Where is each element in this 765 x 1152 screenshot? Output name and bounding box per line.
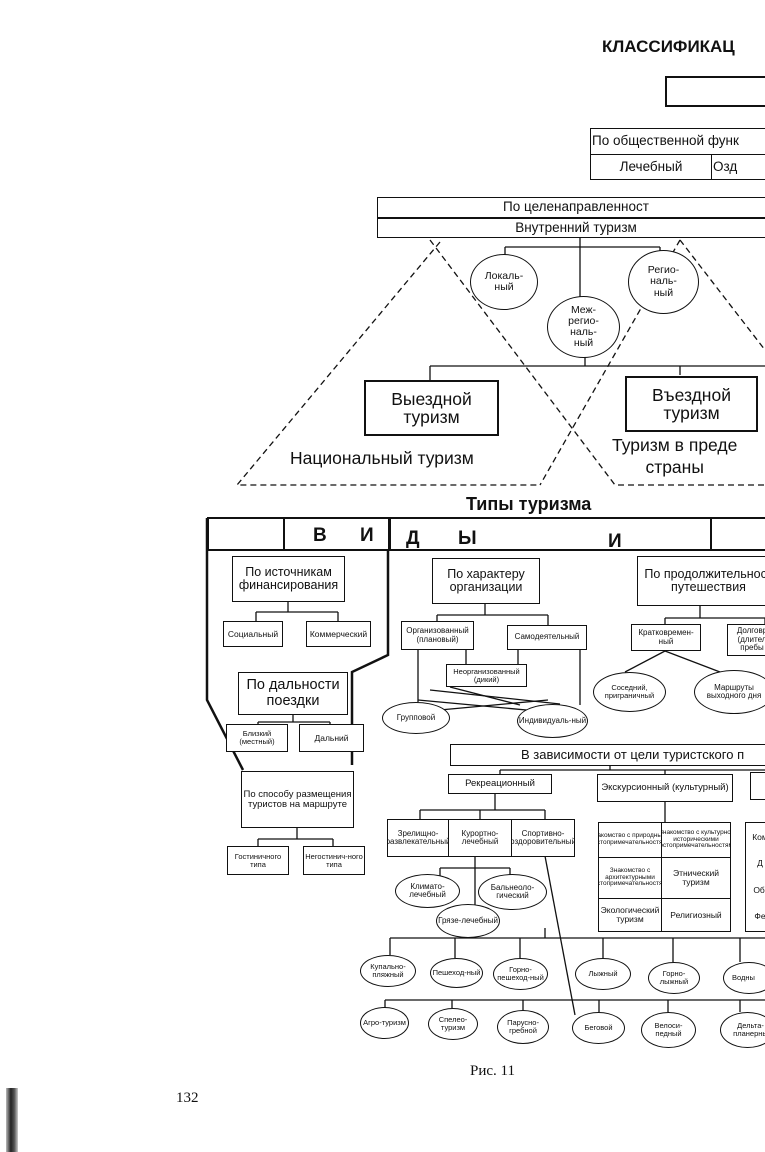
- religious-box: Религиозный: [661, 898, 731, 932]
- purpose-goal-box: В зависимости от цели туристского п: [450, 744, 765, 766]
- header-divider: [388, 518, 391, 551]
- weekend-ellipse: Маршруты выходного дня: [694, 670, 765, 714]
- title-box: [665, 76, 765, 107]
- self-organized-box: Самодеятельный: [507, 625, 587, 650]
- unorganized-box: Неорганизованный (дикий): [446, 664, 527, 687]
- individual-ellipse: Индивидуаль-ный: [517, 704, 588, 738]
- right-partial-1: Ком: [752, 831, 765, 842]
- architecture-box: Знакомство с архитектурными достопримеча…: [598, 857, 662, 899]
- beach-ellipse: Купально-пляжный: [360, 955, 416, 987]
- climate-ellipse: Климато-лечебный: [395, 874, 460, 908]
- header-letter-i2: И: [608, 531, 622, 552]
- long-term-box: Долговр (длител пребы: [727, 624, 765, 656]
- nonhotel-type-box: Негостинич-ного типа: [303, 846, 365, 875]
- ecological-box: Экологический туризм: [598, 898, 662, 932]
- ethnic-box: Этнический туризм: [661, 857, 731, 899]
- header-divider: [710, 518, 712, 551]
- hiking-ellipse: Пешеход-ный: [430, 958, 483, 988]
- excursion-box: Экскурсионный (культурный): [597, 774, 733, 802]
- social-box: Социальный: [223, 621, 283, 647]
- mountain-hiking-ellipse: Горно-пешеход-ный: [493, 958, 548, 990]
- organization-box: По характеру организации: [432, 558, 540, 604]
- header-divider: [283, 518, 285, 551]
- header-letter-v: В: [313, 525, 327, 546]
- regional-ellipse: Регио- наль- ный: [628, 250, 699, 314]
- within-country-label: Туризм в преде страны: [612, 435, 738, 477]
- classification-title: КЛАССИФИКАЦ: [602, 37, 735, 56]
- right-partial-box: [750, 772, 765, 800]
- social-function-box: По общественной функ: [590, 128, 765, 155]
- nature-sights-box: Знакомство с природными достопримечатель…: [598, 822, 662, 858]
- interregional-ellipse: Меж- регио- наль- ный: [547, 296, 620, 358]
- distance-box: По дальности поездки: [238, 672, 348, 715]
- neighbor-ellipse: Соседний, приграничный: [593, 672, 666, 712]
- outbound-tourism-box: Выездной туризм: [364, 380, 499, 436]
- entertainment-box: Зрелищно-развлекательный: [387, 819, 449, 857]
- mountain-ski-ellipse: Горно-лыжный: [648, 962, 700, 994]
- accommodation-box: По способу размещения туристов на маршру…: [241, 771, 354, 828]
- figure-caption: Рис. 11: [470, 1063, 515, 1079]
- culture-sights-box: Знакомство с культурно-историческими дос…: [661, 822, 731, 858]
- mud-ellipse: Грязе-лечебный: [436, 904, 500, 938]
- medical-box: Лечебный: [590, 154, 712, 180]
- financing-box: По источникам финансирования: [232, 556, 345, 602]
- agro-ellipse: Агро-туризм: [360, 1007, 409, 1039]
- short-term-box: Кратковремен-ный: [631, 624, 701, 651]
- ski-ellipse: Лыжный: [575, 958, 631, 990]
- resort-box: Курортно-лечебный: [448, 819, 512, 857]
- wellness-box: Озд: [711, 154, 765, 180]
- balneo-ellipse: Бальнеоло-гический: [478, 874, 547, 910]
- duration-box: По продолжительност путешествия: [637, 556, 765, 606]
- cycling-ellipse: Велоси-педный: [641, 1012, 696, 1048]
- local-ellipse: Локаль- ный: [470, 254, 538, 310]
- water-ellipse: Водны: [723, 962, 765, 994]
- hang-gliding-ellipse: Дельта-планерны: [720, 1012, 765, 1048]
- sailing-ellipse: Парусно-гребной: [497, 1010, 549, 1044]
- purpose-box: По целенаправленност: [377, 197, 765, 218]
- header-letter-d: Д: [406, 528, 420, 549]
- header-letter-y: Ы: [458, 528, 477, 549]
- near-box: Близкий (местный): [226, 724, 288, 752]
- header-letter-i: И: [360, 525, 374, 546]
- domestic-tourism-box: Внутренний туризм: [377, 218, 765, 238]
- types-title: Типы туризма: [466, 494, 592, 514]
- sport-box: Спортивно-оздоровительный: [511, 819, 575, 857]
- right-partial-4: Фе: [754, 911, 765, 922]
- right-partial-grid: Ком Д Обі Фе: [745, 822, 765, 932]
- speleo-ellipse: Спелео-туризм: [428, 1008, 478, 1040]
- types-header-band: [207, 517, 765, 551]
- national-tourism-label: Национальный туризм: [290, 448, 474, 468]
- right-partial-3: Обі: [753, 884, 765, 895]
- right-partial-2: Д: [757, 858, 763, 869]
- recreational-box: Рекреационный: [448, 774, 552, 794]
- running-ellipse: Беговой: [572, 1012, 625, 1044]
- far-box: Дальний: [299, 724, 364, 752]
- inbound-tourism-box: Въездной туризм: [625, 376, 758, 432]
- group-ellipse: Групповой: [382, 702, 450, 734]
- organized-box: Организованный (плановый): [401, 621, 474, 650]
- hotel-type-box: Гостиничного типа: [227, 846, 289, 875]
- commercial-box: Коммерческий: [306, 621, 371, 647]
- scan-artifact: [6, 1088, 18, 1152]
- page-number: 132: [176, 1090, 199, 1106]
